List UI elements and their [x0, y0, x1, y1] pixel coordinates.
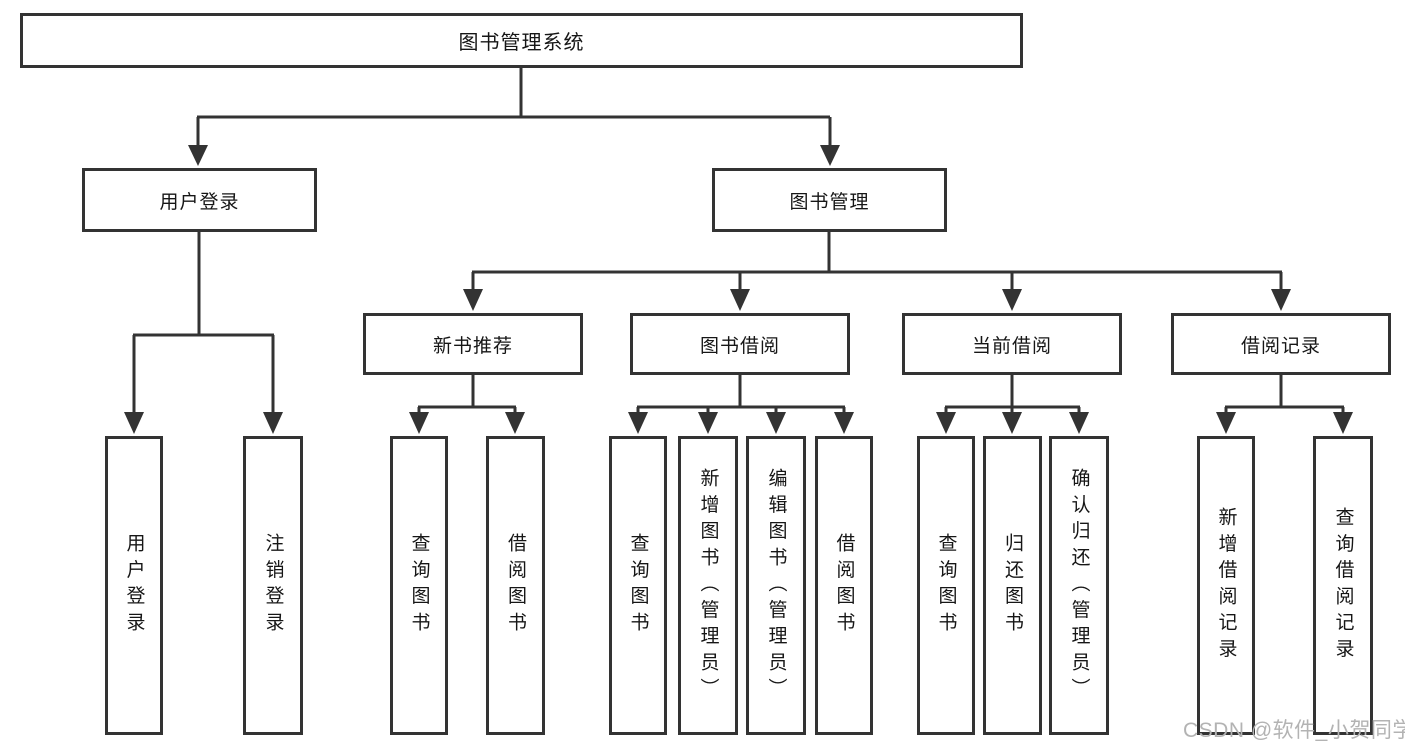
leaf-borrow-query-book: 查询图书 [609, 436, 667, 735]
node-user-login: 用户登录 [82, 168, 317, 232]
node-book-borrow: 图书借阅 [630, 313, 850, 375]
watermark: CSDN @软件_小贺同学 [1183, 719, 1405, 742]
leaf-borrow-add-book-admin: 新增图书（管理员） [678, 436, 738, 735]
leaf-records-add-record: 新增借阅记录 [1197, 436, 1255, 735]
connector-currentborrow-to-children [936, 375, 1089, 434]
connector-root-to-level2 [188, 68, 840, 166]
leaf-borrow-edit-book-admin: 编辑图书（管理员） [746, 436, 806, 735]
leaf-user-login: 用户登录 [105, 436, 163, 735]
connector-records-to-children [1216, 375, 1353, 434]
connector-bookborrow-to-children [628, 375, 854, 434]
leaf-current-return-book: 归还图书 [983, 436, 1042, 735]
leaf-current-query-book: 查询图书 [917, 436, 975, 735]
node-new-book-recommend: 新书推荐 [363, 313, 583, 375]
leaf-records-query-record: 查询借阅记录 [1313, 436, 1373, 735]
leaf-borrow-borrow-book: 借阅图书 [815, 436, 873, 735]
node-book-management: 图书管理 [712, 168, 947, 232]
connector-userlogin-to-children [124, 232, 283, 434]
connector-bookmgmt-to-level3 [463, 232, 1291, 311]
node-borrow-records: 借阅记录 [1171, 313, 1391, 375]
leaf-current-confirm-return-admin: 确认归还（管理员） [1049, 436, 1109, 735]
leaf-newbooks-query-book: 查询图书 [390, 436, 448, 735]
leaf-logout: 注销登录 [243, 436, 303, 735]
node-current-borrow: 当前借阅 [902, 313, 1122, 375]
leaf-newbooks-borrow-book: 借阅图书 [486, 436, 545, 735]
node-root: 图书管理系统 [20, 13, 1023, 68]
connector-newbooks-to-children [409, 375, 525, 434]
